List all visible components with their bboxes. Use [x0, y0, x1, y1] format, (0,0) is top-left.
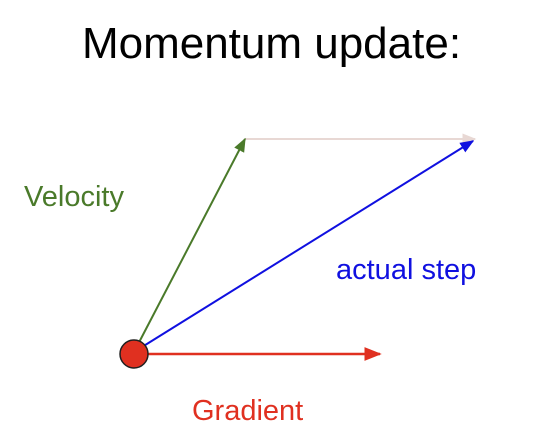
current-point [119, 339, 149, 369]
gradient-label: Gradient [192, 395, 304, 427]
diagram-title: Momentum update: [81, 19, 462, 68]
actual-step-label: actual step [336, 254, 477, 286]
actual-step-arrow [133, 140, 475, 353]
velocity-label: Velocity [24, 181, 124, 213]
velocity-arrow [133, 137, 246, 353]
